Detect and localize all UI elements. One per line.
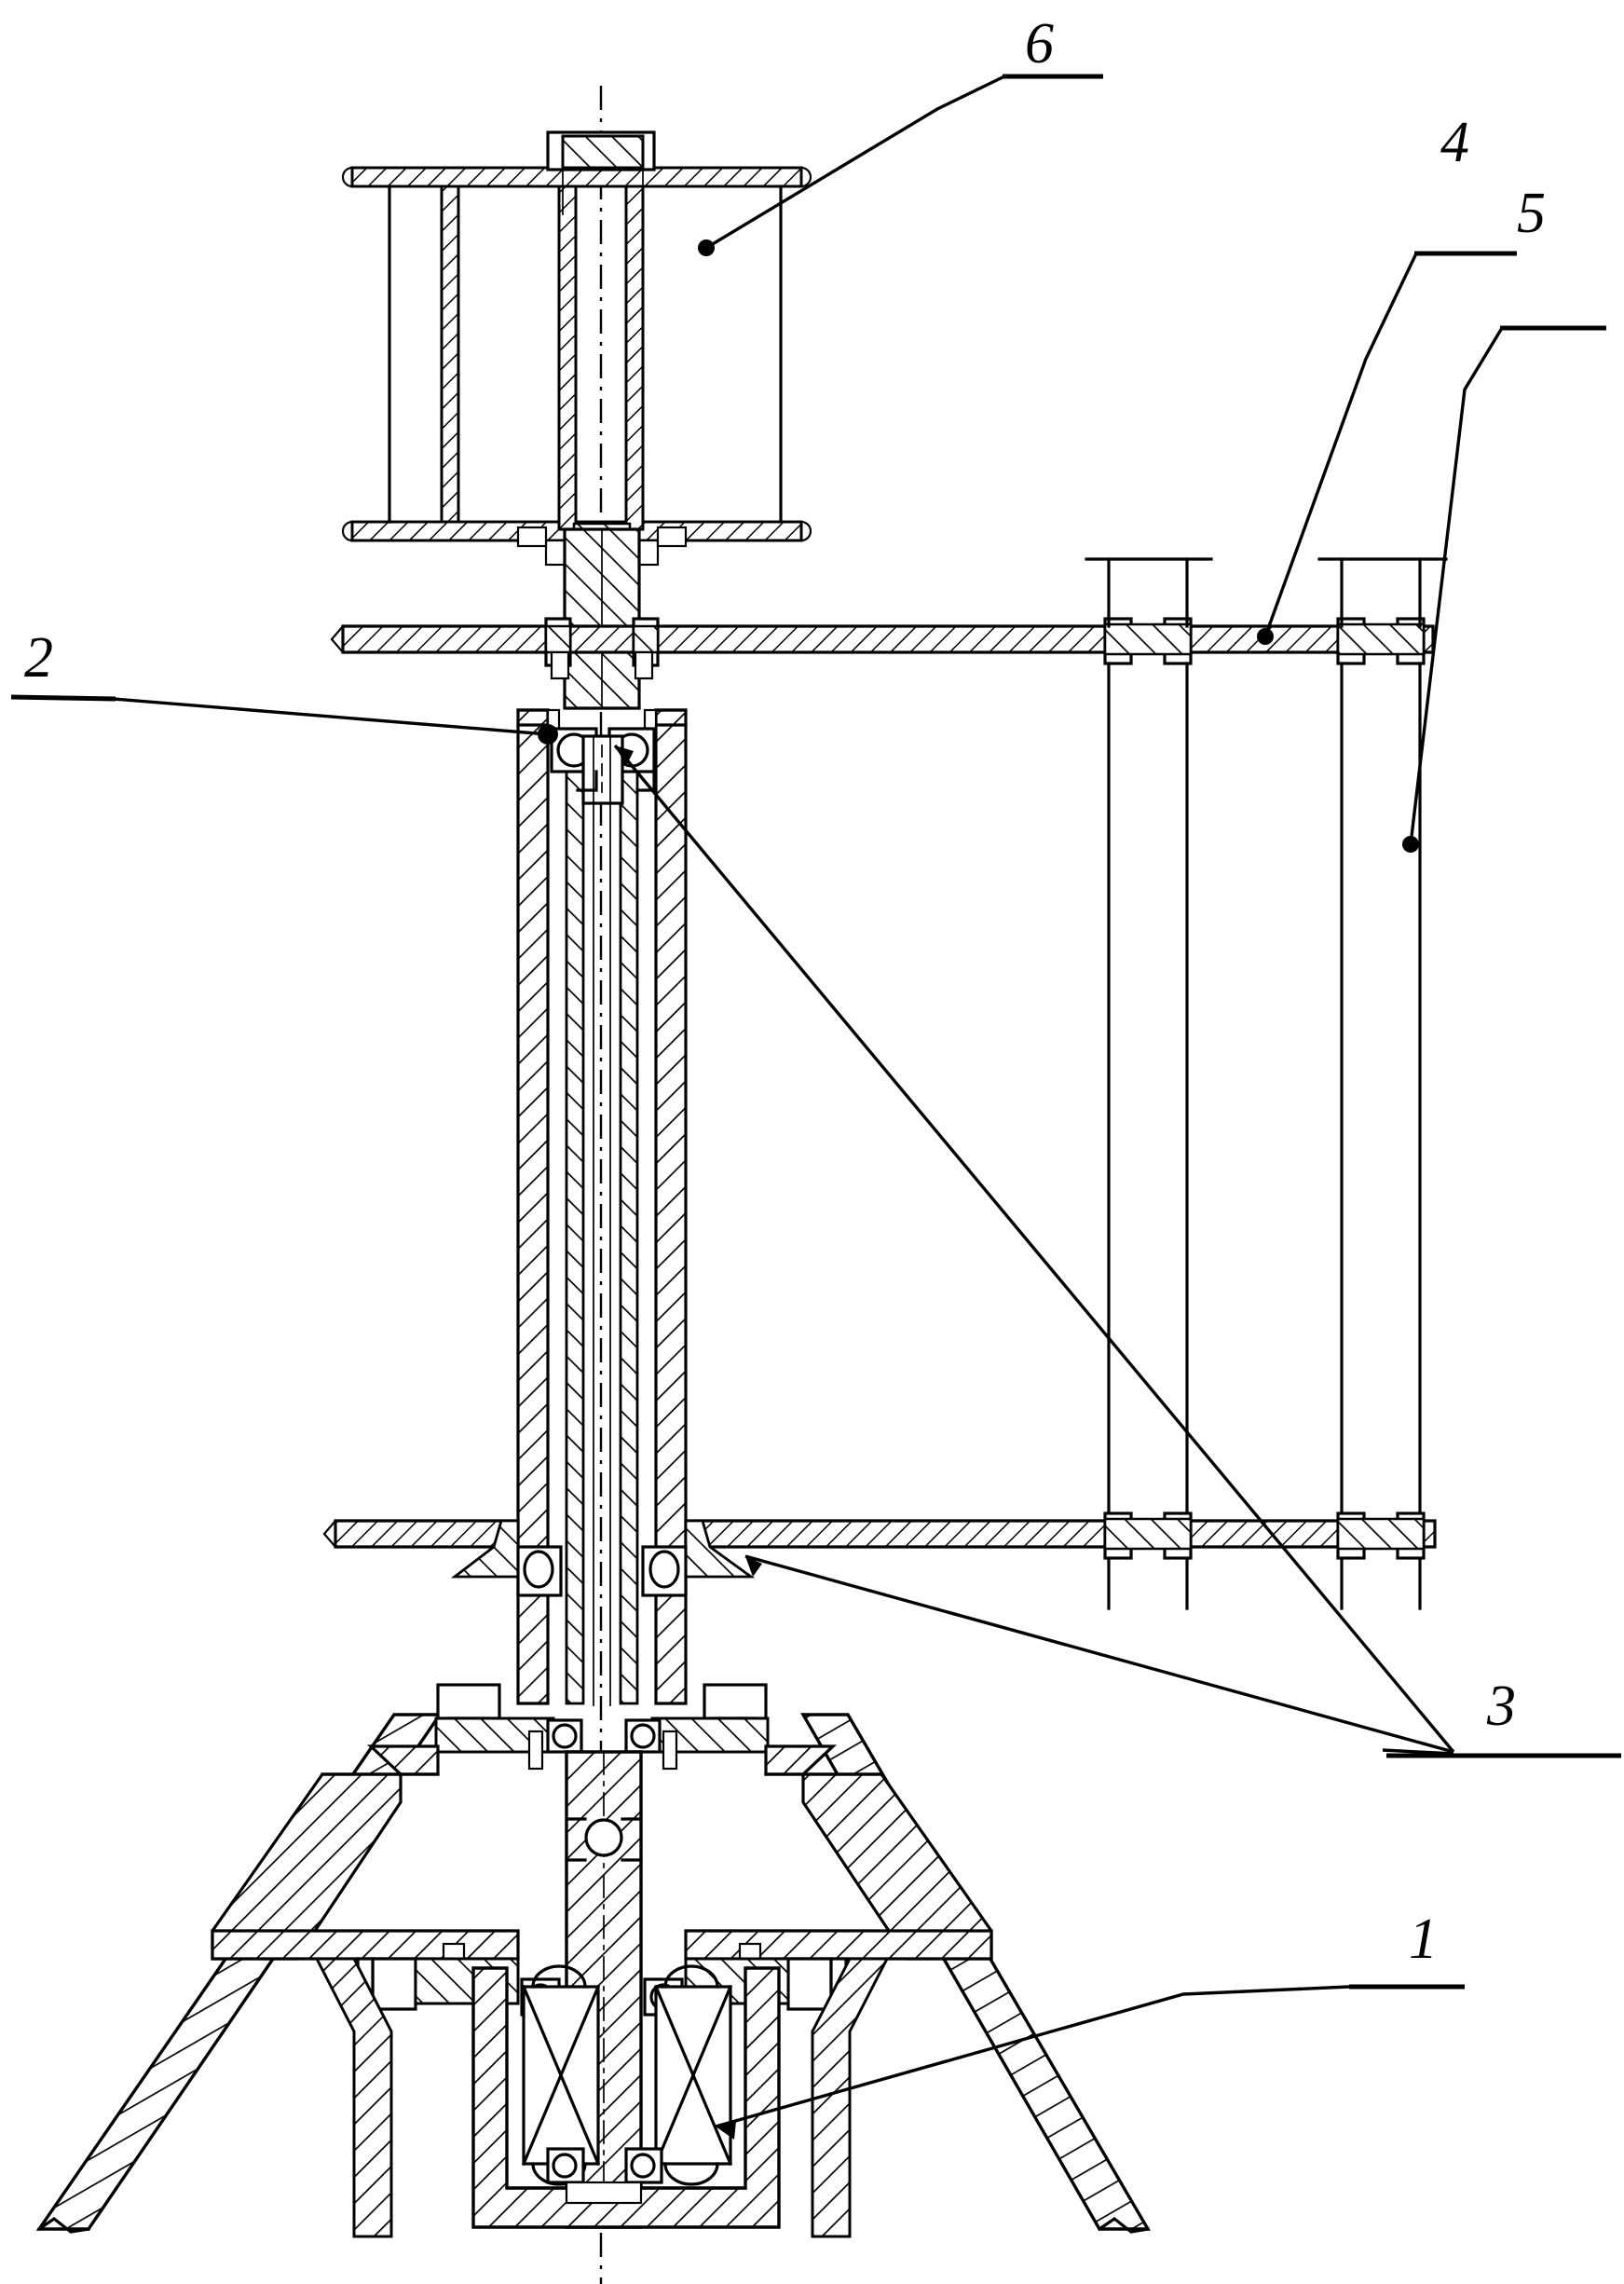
callout-label-1: 1 — [1409, 1908, 1438, 1971]
tube-flange-lower-right — [1336, 1511, 1426, 1560]
callout-label-3: 3 — [1487, 1675, 1516, 1738]
leader-4 — [1257, 251, 1517, 645]
tube-flange-left — [1103, 617, 1193, 665]
tube-flange-lower-left — [1103, 1511, 1193, 1560]
upper-rotor-drum — [341, 130, 812, 567]
leader-3 — [613, 744, 1621, 1758]
inner-shaft — [593, 735, 611, 1706]
motor-coil-right — [653, 1964, 733, 2186]
motor-bearing-left — [546, 2147, 585, 2184]
callout-label-5: 5 — [1517, 182, 1546, 245]
support-tube-right — [1317, 557, 1448, 1610]
motor-housing — [471, 1964, 781, 2229]
retaining-roller-right — [624, 1718, 662, 1754]
upper-deck-plate — [330, 617, 1435, 680]
retaining-roller-left — [546, 1718, 583, 1754]
main-shaft-upper — [563, 527, 641, 710]
tube-flange-right — [1336, 617, 1426, 665]
callout-label-2: 2 — [24, 626, 53, 690]
ball-bearing-lower-right — [641, 1545, 688, 1597]
leader-6 — [698, 74, 1103, 256]
callout-label-4: 4 — [1440, 111, 1469, 174]
support-tube-left — [1085, 557, 1213, 1610]
leader-1 — [715, 1984, 1465, 2140]
motor-bearing-right — [624, 2147, 663, 2184]
leader-5 — [1402, 325, 1606, 853]
leader-2 — [10, 694, 558, 745]
upper-bearing-housing — [516, 708, 688, 1705]
lower-deck-plate — [322, 1511, 1437, 1597]
ball-bearing-lower-left — [516, 1545, 563, 1597]
callout-label-6: 6 — [1025, 12, 1054, 75]
base-top-flange — [434, 1683, 770, 1771]
motor-coil-left — [521, 1964, 601, 2186]
